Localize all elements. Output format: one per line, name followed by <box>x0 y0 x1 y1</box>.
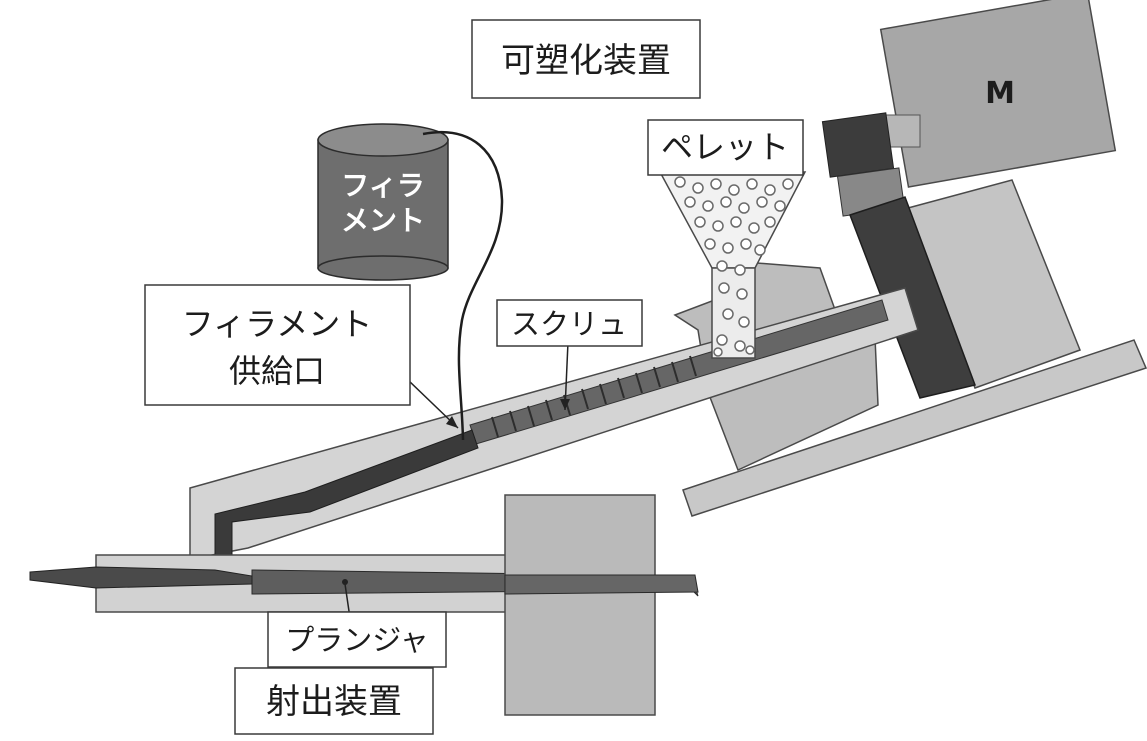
filament-spool-bottom <box>317 255 449 281</box>
filament-strand <box>422 131 504 441</box>
plasticizer-label: 可塑化装置 <box>501 41 671 81</box>
motor-housing <box>879 0 1117 188</box>
screw-label-box <box>496 299 643 347</box>
filament-port-label-1: フィラメント <box>182 305 372 343</box>
gear-block-top <box>821 112 895 178</box>
base-plate <box>682 339 1147 517</box>
filament-spool-label-1: フィラ <box>341 169 424 202</box>
motor-label: M <box>985 76 1015 111</box>
injection-nozzle <box>29 566 253 589</box>
plasticizer-label-box <box>471 19 701 99</box>
injection-label-box <box>234 667 434 735</box>
screw-flights <box>491 355 697 438</box>
pellet-label-box <box>647 119 804 176</box>
injection-label: 射出装置 <box>266 682 402 722</box>
plunger-label: プランジャ <box>285 623 429 657</box>
plunger-label-box <box>267 611 447 668</box>
filament-port-arrowhead <box>446 416 458 428</box>
injection-housing <box>504 494 656 716</box>
plunger-leader-dot <box>342 579 348 585</box>
pellets <box>674 176 794 357</box>
screw-leader <box>564 341 569 411</box>
filament-spool-label-2: メント <box>341 204 425 237</box>
screw-arrowhead <box>560 399 570 410</box>
melt-channel <box>214 429 479 579</box>
screw-label: スクリュ <box>511 307 627 341</box>
filament-port-label-box <box>144 284 411 406</box>
plunger-rod-rear <box>504 574 699 595</box>
filament-spool-top <box>317 123 449 157</box>
pellet-label: ペレット <box>661 128 789 166</box>
filament-port-label-2: 供給口 <box>229 352 325 390</box>
